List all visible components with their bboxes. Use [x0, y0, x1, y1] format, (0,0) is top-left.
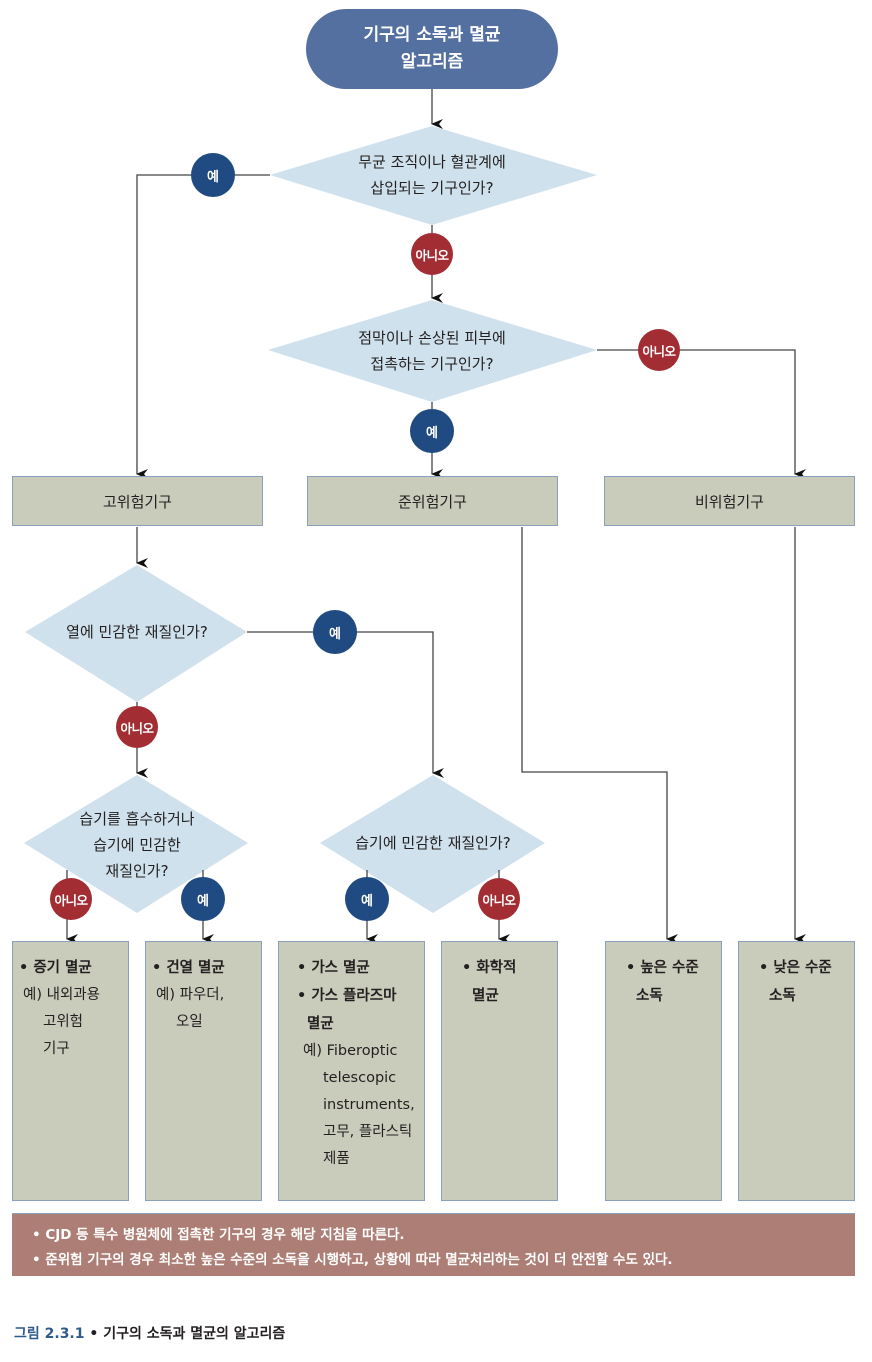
- figure-caption: 그림 2.3.1 • 기구의 소독과 멸균의 알고리즘: [14, 1323, 285, 1343]
- no-badge-d2: 아니오: [638, 329, 680, 371]
- no-badge-d1: 아니오: [411, 233, 453, 275]
- result-bullet: • 높은 수준 소독: [626, 960, 699, 1004]
- yes-badge-d2: 예: [410, 409, 454, 453]
- result-bullet: • 가스 멸균: [297, 960, 370, 976]
- result-bullet: • 화학적 멸균: [462, 960, 517, 1004]
- result-steam-sterilization: • 증기 멸균 예) 내외과용 고위험 기구: [12, 941, 129, 1201]
- yes-badge-d5: 예: [345, 877, 389, 921]
- result-example: 예) 파우더, 오일: [156, 987, 225, 1030]
- result-high-level-disinfection: • 높은 수준 소독: [605, 941, 722, 1201]
- result-bullet: • 증기 멸균: [19, 960, 92, 976]
- decision-diamond-moisture-sensitive: [320, 775, 545, 913]
- no-badge-d4: 아니오: [50, 878, 92, 920]
- yes-badge-d1: 예: [191, 153, 235, 197]
- result-gas-sterilization: • 가스 멸균 • 가스 플라즈마 멸균 예) Fiberoptic teles…: [278, 941, 425, 1201]
- caption-text: 기구의 소독과 멸균의 알고리즘: [103, 1326, 286, 1342]
- edge-d2-no: [597, 349, 806, 479]
- decision-text-moisture-sensitive: 습기에 민감한 재질인가?: [355, 834, 511, 852]
- edge-d3-yes: [247, 631, 444, 778]
- result-dry-heat-sterilization: • 건열 멸균 예) 파우더, 오일: [145, 941, 262, 1201]
- start-node: 기구의 소독과 멸균 알고리즘: [306, 9, 558, 89]
- result-bullet: • 낮은 수준 소독: [759, 960, 832, 1004]
- note-item: • CJD 등 특수 병원체에 접촉한 기구의 경우 해당 지침을 따른다.: [32, 1227, 405, 1243]
- category-high-risk: 고위험기구: [12, 476, 263, 526]
- no-badge-d5: 아니오: [478, 878, 520, 920]
- decision-diamond-heat-sensitive: [25, 565, 247, 702]
- decision-text-heat-sensitive: 열에 민감한 재질인가?: [66, 623, 208, 641]
- caption-separator: •: [84, 1326, 104, 1342]
- result-bullet: • 건열 멸균: [152, 960, 225, 976]
- decision-diamond-mucous-membrane: [268, 300, 597, 402]
- notes-box: • CJD 등 특수 병원체에 접촉한 기구의 경우 해당 지침을 따른다. •…: [12, 1213, 855, 1276]
- decision-text-sterile-tissue: 무균 조직이나 혈관계에 삽입되는 기구인가?: [358, 153, 506, 197]
- figure-number: 그림 2.3.1: [14, 1326, 85, 1342]
- category-non-critical: 비위험기구: [604, 476, 855, 526]
- decision-text-mucous-membrane: 점막이나 손상된 피부에 접촉하는 기구인가?: [358, 329, 506, 373]
- decision-text-moisture-absorb: 습기를 흡수하거나 습기에 민감한 재질인가?: [79, 810, 195, 880]
- note-item: • 준위험 기구의 경우 최소한 높은 수준의 소독을 시행하고, 상황에 따라…: [32, 1252, 673, 1268]
- yes-badge-d3: 예: [313, 610, 357, 654]
- decision-diamond-sterile-tissue: [270, 126, 597, 225]
- no-badge-d3: 아니오: [116, 706, 158, 748]
- result-example: 예) Fiberoptic telescopic instruments, 고무…: [303, 1043, 415, 1167]
- category-semi-critical: 준위험기구: [307, 476, 558, 526]
- yes-badge-d4: 예: [181, 877, 225, 921]
- result-low-level-disinfection: • 낮은 수준 소독: [738, 941, 855, 1201]
- result-bullet: • 가스 플라즈마 멸균: [297, 988, 397, 1032]
- edge-semi-high-disinfect: [521, 527, 678, 944]
- result-example: 예) 내외과용 고위험 기구: [23, 987, 100, 1057]
- result-chemical-sterilization: • 화학적 멸균: [441, 941, 558, 1201]
- decision-diamond-moisture-absorb: [24, 775, 248, 913]
- edge-d1-yes: [136, 174, 270, 479]
